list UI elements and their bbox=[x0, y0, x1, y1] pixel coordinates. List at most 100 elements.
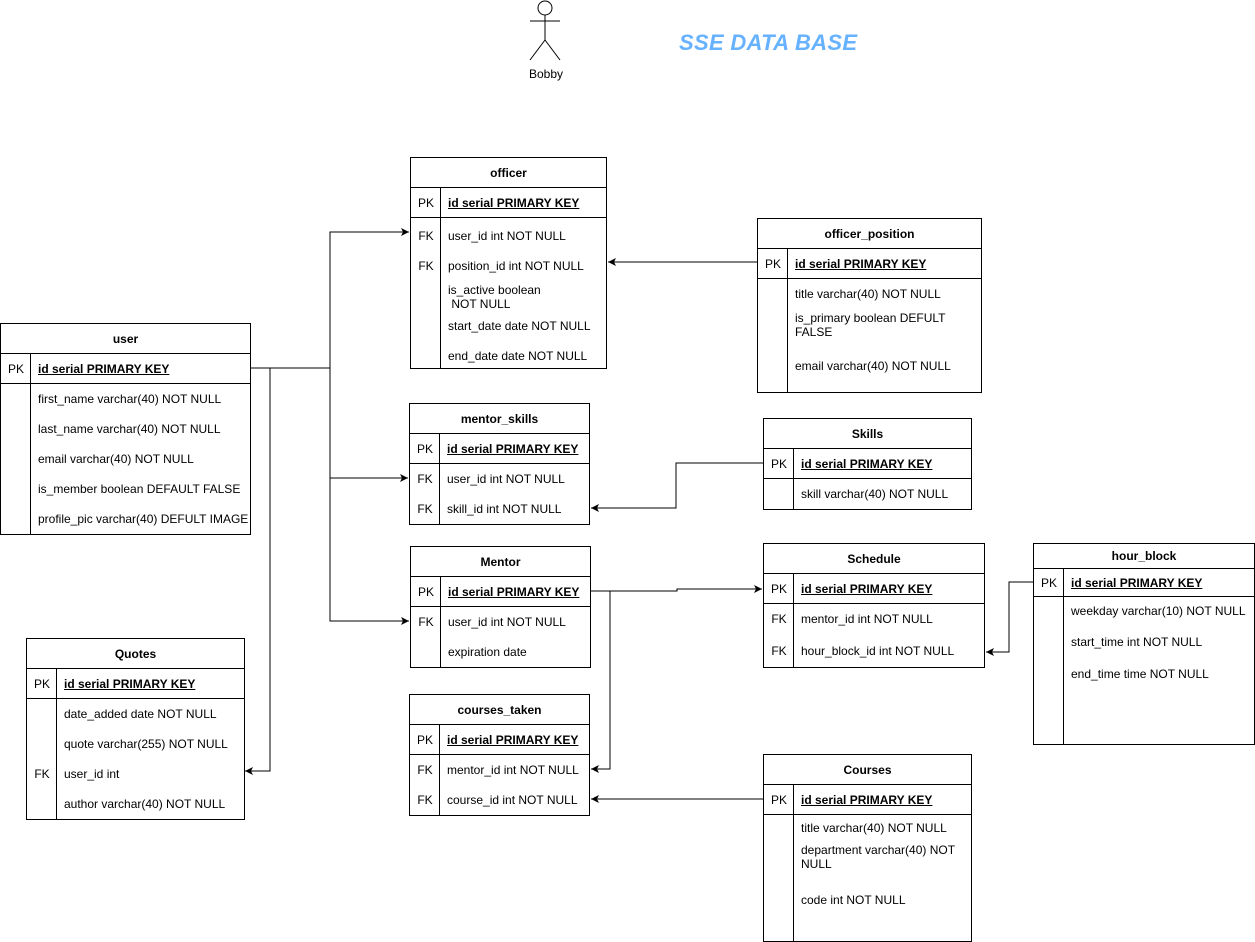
table-field: code int NOT NULL bbox=[801, 893, 906, 907]
field-list: FK FK user_id int NOT NULL skill_id int NOT… bbox=[410, 464, 589, 524]
table-quotes-title: Quotes bbox=[27, 639, 244, 669]
table-field: user_id int bbox=[64, 767, 120, 781]
key-badge: FK bbox=[417, 793, 433, 807]
field-list: skill varchar(40) NOT NULL bbox=[764, 479, 971, 509]
diagram-title: SSE DATA BASE bbox=[679, 30, 858, 55]
connector-user-officer bbox=[250, 228, 409, 369]
key-badge: FK bbox=[34, 767, 50, 781]
connector-skills-mentor-skills bbox=[591, 462, 764, 512]
table-field: title varchar(40) NOT NULL bbox=[801, 821, 947, 835]
primary-key-field: id serial PRIMARY KEY bbox=[64, 677, 196, 691]
table-field: mentor_id int NOT NULL bbox=[447, 763, 579, 777]
key-badge: FK bbox=[417, 502, 433, 516]
primary-key-field: id serial PRIMARY KEY bbox=[801, 582, 933, 596]
key-badge: PK bbox=[33, 677, 50, 691]
connector-user-mentor-skills bbox=[329, 368, 408, 482]
table-field: end_date date NOT NULL bbox=[448, 349, 588, 363]
key-badge: FK bbox=[771, 644, 787, 658]
table-field: author varchar(40) NOT NULL bbox=[64, 797, 226, 811]
table-mentor-skills-title: mentor_skills bbox=[410, 404, 589, 434]
field-list: FK FK mentor_id int NOT NULL course_id int … bbox=[410, 755, 589, 815]
table-field: department varchar(40) NOT NULL bbox=[801, 843, 956, 871]
table-user-title: user bbox=[1, 324, 250, 354]
table-field: mentor_id int NOT NULL bbox=[801, 612, 933, 626]
primary-key-row: PK id serial PRIMARY KEY bbox=[411, 577, 590, 607]
table-field: weekday varchar(10) NOT NULL bbox=[1071, 604, 1246, 618]
table-field: is_member boolean DEFAULT FALSE bbox=[38, 482, 241, 496]
primary-key-field: id serial PRIMARY KEY bbox=[447, 733, 579, 747]
key-badge: PK bbox=[416, 442, 433, 456]
table-courses-taken-title: courses_taken bbox=[410, 695, 589, 725]
key-badge: PK bbox=[1040, 576, 1057, 590]
primary-key-field: id serial PRIMARY KEY bbox=[801, 793, 933, 807]
primary-key-field: id serial PRIMARY KEY bbox=[448, 585, 580, 599]
key-badge: FK bbox=[417, 472, 433, 486]
table-field: start_date date NOT NULL bbox=[448, 319, 591, 333]
table-field: profile_pic varchar(40) DEFULT IMAGE bbox=[38, 512, 249, 526]
field-list: title varchar(40) NOT NULL department var… bbox=[764, 815, 971, 941]
table-field: course_id int NOT NULL bbox=[447, 793, 578, 807]
primary-key-field: id serial PRIMARY KEY bbox=[448, 196, 580, 210]
primary-key-field: id serial PRIMARY KEY bbox=[1071, 576, 1203, 590]
table-field: is_primary boolean DEFULT FALSE bbox=[795, 311, 946, 339]
primary-key-row: PK id serial PRIMARY KEY bbox=[1034, 569, 1254, 597]
table-field: date_added date NOT NULL bbox=[64, 707, 217, 721]
table-officer-position-title: officer_position bbox=[758, 219, 981, 249]
table-hour-block-title: hour_block bbox=[1034, 544, 1254, 569]
primary-key-row: PK id serial PRIMARY KEY bbox=[764, 785, 971, 815]
table-field: position_id int NOT NULL bbox=[448, 259, 584, 273]
key-badge: PK bbox=[770, 457, 787, 471]
key-badge: PK bbox=[764, 257, 781, 271]
key-badge: PK bbox=[7, 362, 24, 376]
table-field: skill_id int NOT NULL bbox=[447, 502, 562, 516]
table-field: is_active boolean NOT NULL bbox=[448, 283, 541, 311]
table-field: expiration date bbox=[448, 645, 527, 659]
primary-key-row: PK id serial PRIMARY KEY bbox=[27, 669, 244, 699]
key-badge: PK bbox=[417, 585, 434, 599]
key-badge: PK bbox=[770, 582, 787, 596]
table-field: start_time int NOT NULL bbox=[1071, 635, 1203, 649]
table-field: user_id int NOT NULL bbox=[447, 472, 565, 486]
primary-key-row: PK id serial PRIMARY KEY bbox=[411, 188, 606, 218]
primary-key-row: PK id serial PRIMARY KEY bbox=[1, 354, 250, 384]
primary-key-row: PK id serial PRIMARY KEY bbox=[410, 725, 589, 755]
table-field: email varchar(40) NOT NULL bbox=[795, 359, 951, 373]
primary-key-field: id serial PRIMARY KEY bbox=[801, 457, 933, 471]
primary-key-field: id serial PRIMARY KEY bbox=[38, 362, 170, 376]
connector-mentor-schedule bbox=[590, 585, 762, 593]
key-badge: PK bbox=[770, 793, 787, 807]
table-schedule-title: Schedule bbox=[764, 544, 984, 574]
table-field: first_name varchar(40) NOT NULL bbox=[38, 392, 222, 406]
field-list: FK date_added date NOT NULL quote varchar(… bbox=[27, 699, 244, 819]
actor: Bobby bbox=[524, 0, 568, 84]
key-badge: FK bbox=[417, 763, 433, 777]
actor-name: Bobby bbox=[528, 67, 564, 81]
table-field: end_time time NOT NULL bbox=[1071, 667, 1209, 681]
table-field: user_id int NOT NULL bbox=[448, 229, 566, 243]
key-badge: PK bbox=[416, 733, 433, 747]
connector-hour-block-schedule bbox=[986, 581, 1034, 656]
table-field: last_name varchar(40) NOT NULL bbox=[38, 422, 221, 436]
key-badge: PK bbox=[417, 196, 434, 210]
field-list: first_name varchar(40) NOT NULL last_name… bbox=[1, 384, 250, 534]
key-badge: FK bbox=[418, 229, 434, 243]
table-field: quote varchar(255) NOT NULL bbox=[64, 737, 228, 751]
